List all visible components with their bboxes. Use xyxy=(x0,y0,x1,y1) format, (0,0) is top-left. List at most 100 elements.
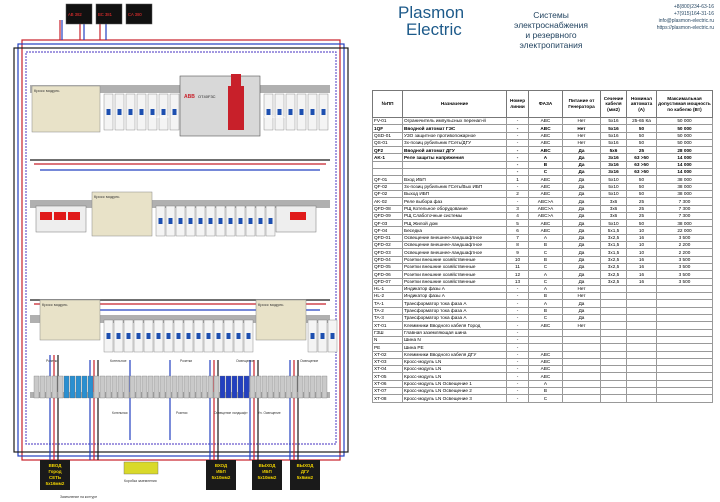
circuit-breaker xyxy=(136,93,147,131)
table-cell: 2 xyxy=(506,189,529,199)
table-cell: - xyxy=(506,372,529,381)
cross-module: Кросс модуль xyxy=(31,85,101,133)
table-cell: - xyxy=(506,146,529,155)
table-cell: 25 xyxy=(626,146,657,155)
table-cell: 25 xyxy=(626,197,657,206)
circuit-breaker xyxy=(307,93,318,131)
table-cell: Кросс-модуль LN Освещение 3 xyxy=(402,394,507,403)
table-cell: Трансформатор тока фаза А xyxy=(402,306,507,316)
cable-label-line: 5x10мм2 xyxy=(212,475,231,480)
table-cell: 3x6 xyxy=(600,197,627,206)
table-cell: 3x6 xyxy=(600,204,627,213)
cross-module: Кросс модуль xyxy=(91,191,153,237)
table-cell xyxy=(372,160,403,170)
table-cell: Индикатор фазы А xyxy=(402,284,507,294)
table-cell: Да xyxy=(562,168,601,177)
table-cell xyxy=(656,379,713,389)
table-cell: Да xyxy=(562,197,601,206)
table-cell: Кросс-модуль LN Освещение 2 xyxy=(402,386,507,396)
table-cell xyxy=(626,343,657,352)
table-cell xyxy=(656,335,713,345)
table-cell xyxy=(656,386,713,396)
table-cell: 1 xyxy=(506,175,529,184)
table-cell: 16 xyxy=(626,255,657,264)
relay-label: ГОРОД-СЕТЬ xyxy=(262,115,285,119)
table-cell xyxy=(656,306,713,316)
table-cell: 3 500 xyxy=(656,255,713,264)
table-cell xyxy=(656,350,713,359)
voltage-meter: CA 380 xyxy=(125,3,153,25)
circuit-breaker xyxy=(175,205,186,237)
table-cell xyxy=(600,350,627,359)
table-cell: C xyxy=(528,394,563,403)
table-cell xyxy=(656,343,713,352)
table-header: Сечение кабеля (мм2) xyxy=(600,90,627,118)
terminal-block xyxy=(153,375,160,399)
circuit-breaker xyxy=(158,93,169,131)
table-cell: 5x10 xyxy=(600,182,627,191)
cable-label-line: ИБП xyxy=(216,469,225,474)
table-cell: Да xyxy=(562,306,601,316)
table-cell xyxy=(656,357,713,367)
table-cell: ABC xyxy=(528,146,563,155)
table-cell: 5x10 xyxy=(600,189,627,199)
circuit-breaker xyxy=(133,319,144,353)
table-cell: 28 000 xyxy=(656,146,713,155)
circuit-breaker xyxy=(195,205,206,237)
circuit-breaker xyxy=(265,205,276,237)
terminal-block xyxy=(135,375,142,399)
table-cell: PE xyxy=(372,343,403,352)
table-cell: XT-04 xyxy=(372,365,403,374)
table-cell: 50 xyxy=(626,182,657,191)
table-cell: 3x16 xyxy=(600,168,627,177)
circuit-breaker xyxy=(123,319,134,353)
switch-brand: ABB xyxy=(184,94,195,100)
table-cell: РЩ Котельное оборудование xyxy=(402,204,507,213)
table-cell xyxy=(600,372,627,381)
table-cell: 10 xyxy=(626,226,657,235)
table-cell: AK-02 xyxy=(372,197,403,206)
terminal-block xyxy=(261,375,268,399)
table-cell: ABC xyxy=(528,372,563,381)
terminal-block xyxy=(117,375,124,399)
table-cell: Да xyxy=(562,175,601,184)
table-cell: - xyxy=(506,321,529,330)
table-cell: 3 500 xyxy=(656,270,713,279)
terminal-block xyxy=(165,375,172,399)
table-cell: Розетки внешние хозяйственные xyxy=(402,262,507,272)
table-cell: 63 >50 xyxy=(626,168,657,177)
table-cell: 5x10 xyxy=(600,219,627,228)
table-cell: TA-2 xyxy=(372,306,403,316)
terminal-block xyxy=(267,375,274,399)
table-cell: 50 000 xyxy=(656,116,713,126)
table-cell: 38 000 xyxy=(656,182,713,191)
table-cell xyxy=(656,284,713,294)
terminal-block xyxy=(75,375,82,399)
table-cell: - xyxy=(506,160,529,170)
table-cell: 5x1,5 xyxy=(600,226,627,235)
section-label: Освещение xyxy=(236,359,254,363)
table-cell: 9 xyxy=(506,248,529,257)
table-cell: 10 xyxy=(626,241,657,250)
table-cell: B xyxy=(528,386,563,396)
terminal-block xyxy=(249,375,256,399)
circuit-breaker xyxy=(317,319,328,353)
circuit-breaker xyxy=(274,93,285,131)
brand-line2: Electric xyxy=(406,20,462,39)
table-cell: XT-07 xyxy=(372,386,403,396)
section-label: Розетки xyxy=(46,359,58,363)
